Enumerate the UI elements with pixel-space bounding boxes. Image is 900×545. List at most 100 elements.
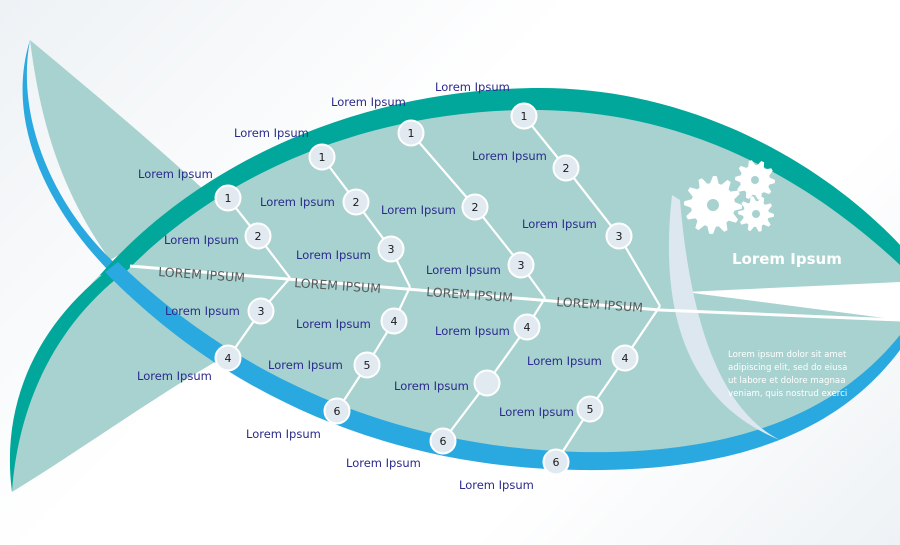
node-number: 3 <box>518 259 525 272</box>
node-label: Lorem Ipsum <box>164 233 239 247</box>
gears-icon <box>684 160 775 234</box>
node-circle <box>552 154 580 182</box>
node-circle <box>308 143 336 171</box>
node-number: 5 <box>587 403 594 416</box>
spine-line <box>129 264 900 322</box>
bone-2-bottom-node[interactable]: 5 <box>353 351 381 379</box>
head-body-line: ut labore et dolore magnaa <box>728 376 845 386</box>
node-number: 5 <box>364 359 371 372</box>
node-circle <box>397 119 425 147</box>
node-label: Lorem Ipsum <box>234 126 309 140</box>
tail-teal-edge <box>9 265 125 492</box>
bone-1-top-node[interactable]: 2 <box>244 222 272 250</box>
top-band <box>100 88 900 280</box>
node-label: Lorem Ipsum <box>522 217 597 231</box>
node-label: Lorem Ipsum <box>435 80 510 94</box>
bone-2-bottom-node[interactable]: 4 <box>380 307 408 335</box>
node-circle <box>510 102 538 130</box>
bone-4-top-node[interactable]: 1 <box>510 102 538 130</box>
node-circle <box>473 369 501 397</box>
gill-curve <box>668 195 780 440</box>
node-circle <box>605 222 633 250</box>
node-label: Lorem Ipsum <box>435 324 510 338</box>
node-label: Lorem Ipsum <box>394 379 469 393</box>
bone-4-bottom-node[interactable]: 6 <box>542 448 570 476</box>
bone-3-bottom-node[interactable] <box>473 369 501 397</box>
node-circle <box>507 251 535 279</box>
node-number: 4 <box>391 315 398 328</box>
node-number: 6 <box>553 456 560 469</box>
spine-label: LOREM IPSUM <box>294 275 382 296</box>
node-label: Lorem Ipsum <box>246 427 321 441</box>
head-title: Lorem Ipsum <box>732 250 842 268</box>
node-number: 6 <box>334 405 341 418</box>
gear-icon <box>684 176 742 234</box>
node-label: Lorem Ipsum <box>137 369 212 383</box>
bone-line-bottom <box>336 286 411 412</box>
bone-3-top-node[interactable]: 1 <box>397 119 425 147</box>
node-circle <box>513 313 541 341</box>
node-label: Lorem Ipsum <box>459 478 534 492</box>
node-circle <box>576 395 604 423</box>
node-circle <box>611 344 639 372</box>
node-number: 6 <box>440 435 447 448</box>
bone-3-top-node[interactable]: 3 <box>507 251 535 279</box>
node-number: 1 <box>408 127 415 140</box>
bone-4-bottom-node[interactable]: 5 <box>576 395 604 423</box>
node-label: Lorem Ipsum <box>346 456 421 470</box>
bone-3-top-node[interactable]: 2 <box>461 193 489 221</box>
node-label: Lorem Ipsum <box>527 354 602 368</box>
bone-line-bottom <box>442 297 546 442</box>
node-circle <box>461 193 489 221</box>
bone-1-bottom-node[interactable]: 3 <box>247 297 275 325</box>
gear-icon <box>738 196 774 232</box>
node-label: Lorem Ipsum <box>331 95 406 109</box>
node-circle <box>244 222 272 250</box>
node-number: 3 <box>388 243 395 256</box>
node-number: 2 <box>353 196 360 209</box>
node-circle <box>380 307 408 335</box>
bone-2-top-node[interactable]: 1 <box>308 143 336 171</box>
bone-line-top <box>321 156 411 288</box>
node-circle <box>377 235 405 263</box>
tail-fin-top <box>30 40 215 260</box>
bone-line-top <box>523 115 661 307</box>
spine-label: LOREM IPSUM <box>426 284 514 305</box>
node-label: Lorem Ipsum <box>138 167 213 181</box>
node-label: Lorem Ipsum <box>426 263 501 277</box>
bone-2-top-node[interactable]: 3 <box>377 235 405 263</box>
spine-label: LOREM IPSUM <box>556 294 644 315</box>
bone-4-top-node[interactable]: 3 <box>605 222 633 250</box>
bone-1-top-node[interactable]: 1 <box>214 184 242 212</box>
head-body-text: Lorem ipsum dolor sit amet adipiscing el… <box>728 350 847 399</box>
node-number: 4 <box>524 321 531 334</box>
node-number: 2 <box>563 162 570 175</box>
node-label: Lorem Ipsum <box>381 203 456 217</box>
bone-4-top-node[interactable]: 2 <box>552 154 580 182</box>
bone-4-bottom-node[interactable]: 4 <box>611 344 639 372</box>
head-body-line: adipiscing elit, sed do eiusa <box>728 363 847 373</box>
node-number: 1 <box>521 110 528 123</box>
bone-2-bottom-node[interactable]: 6 <box>323 397 351 425</box>
node-circle <box>323 397 351 425</box>
bone-3-bottom-node[interactable]: 6 <box>429 427 457 455</box>
node-number: 3 <box>616 230 623 243</box>
bone-1-bottom-node[interactable]: 4 <box>214 344 242 372</box>
head-body-line: veniam, quis nostrud exerci <box>728 389 847 399</box>
node-number: 4 <box>225 352 232 365</box>
node-circle <box>429 427 457 455</box>
node-number: 1 <box>319 151 326 164</box>
head-body-line: Lorem ipsum dolor sit amet <box>728 350 847 360</box>
bone-2-top-node[interactable]: 2 <box>342 188 370 216</box>
node-number: 4 <box>622 352 629 365</box>
node-label: Lorem Ipsum <box>260 195 335 209</box>
node-circle <box>214 344 242 372</box>
node-circle <box>542 448 570 476</box>
bone-3-bottom-node[interactable]: 4 <box>513 313 541 341</box>
node-label: Lorem Ipsum <box>268 358 343 372</box>
node-number: 2 <box>255 230 262 243</box>
